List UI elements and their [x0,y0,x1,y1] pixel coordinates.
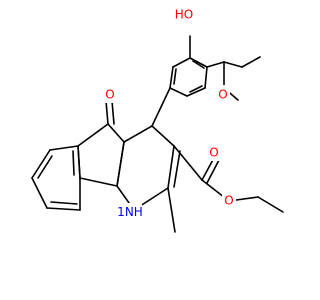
bond [186,87,206,97]
bond [167,145,175,189]
bond [189,85,203,93]
bond [77,145,81,179]
phenol-ring [169,57,208,97]
ester-alkoxy-oxygen-label: O [224,194,233,208]
bond [50,201,78,205]
bond [169,87,188,97]
five-membered-ring [77,123,125,187]
label-background [171,6,197,23]
bond [173,68,177,85]
ketone-oxygen-label: O [105,88,114,102]
bond [173,145,203,181]
bond [257,196,284,213]
label-background [216,85,230,101]
bond [206,61,225,68]
bond [79,177,118,187]
bond [172,57,191,68]
label-background [114,203,142,220]
label-background [207,145,221,161]
bond [31,177,48,209]
bond [72,150,75,176]
hydroxyl-label: HO [175,8,193,22]
bond [206,159,220,184]
label-background [103,87,117,103]
molecule-drawing: HO O O O [31,6,284,233]
bond [204,66,208,89]
bond [173,150,181,188]
bond [37,155,53,179]
bond [241,56,261,68]
bond [31,149,51,179]
bond [77,123,109,147]
bond [46,207,81,211]
bond [151,125,175,147]
bond [167,187,176,233]
label-background [222,192,236,208]
bond [123,125,153,143]
bond [189,57,208,68]
amine-prefix: 1 [117,205,125,219]
bond [151,87,171,127]
structure-canvas: HO O O O [31,6,284,233]
benzene-ring [31,145,81,211]
bond [223,61,243,68]
dihydropyridine-ring [116,125,181,211]
bond [49,145,79,151]
bond [107,123,125,143]
amine-label: 1NH [117,205,143,219]
bond [192,60,205,69]
ether-oxygen-label: O [218,88,227,102]
ester-carbonyl-oxygen-label: O [209,146,218,160]
amine-text: NH [125,205,143,219]
bond [169,66,174,89]
bond [116,141,125,187]
bond [111,100,115,125]
bond [105,100,109,125]
